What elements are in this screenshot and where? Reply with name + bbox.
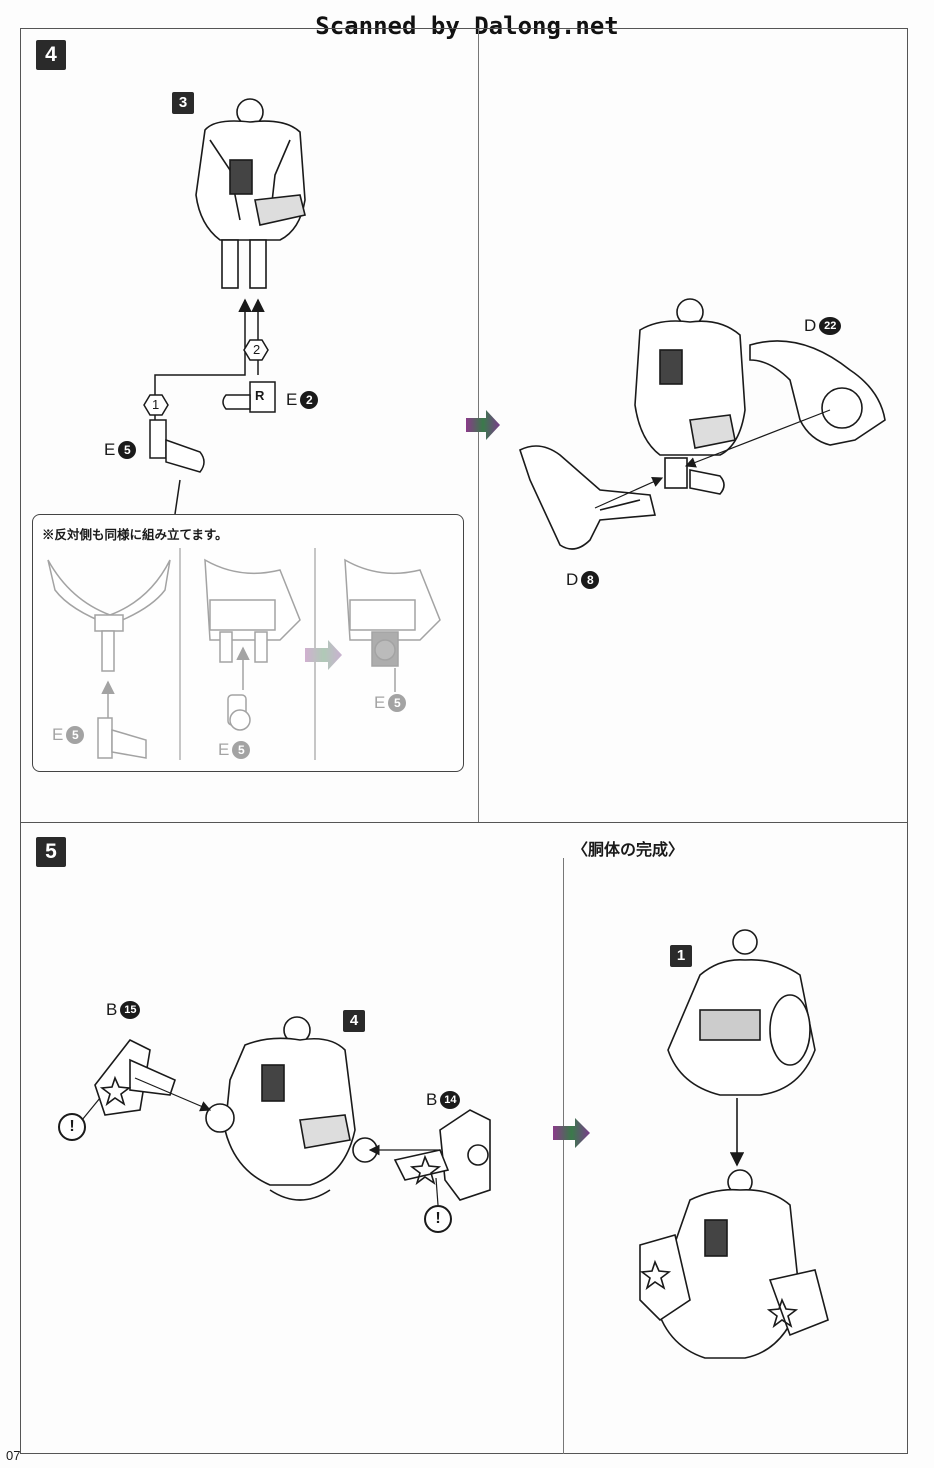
step5-column-divider <box>563 858 564 1454</box>
scan-watermark: Scanned by Dalong.net <box>315 12 619 40</box>
step-4-badge: 4 <box>36 40 66 70</box>
ref-step-1-badge: 1 <box>670 945 692 967</box>
warning-icon: ! <box>58 1113 86 1141</box>
part-e5-shape <box>149 419 205 473</box>
order-mark-2: 2 <box>253 342 261 357</box>
opposite-side-callout <box>32 514 464 772</box>
ref-step-4-badge: 4 <box>343 1010 365 1032</box>
order-mark-1: 1 <box>152 397 160 412</box>
torso-complete-heading: 〈胴体の完成〉 <box>572 842 685 859</box>
page-number: 07 <box>6 1448 21 1463</box>
warning-icon: ! <box>424 1205 452 1233</box>
opposite-side-note: ※反対側も同様に組み立てます。 <box>42 528 228 542</box>
ref-step-3-badge: 3 <box>172 92 194 114</box>
page-frame <box>20 28 908 1454</box>
step-5-badge: 5 <box>36 837 66 867</box>
part-side-marking: R <box>255 388 265 403</box>
section-divider <box>20 822 908 823</box>
part-e2-shape <box>222 381 276 413</box>
torso-part-3 <box>195 98 306 289</box>
